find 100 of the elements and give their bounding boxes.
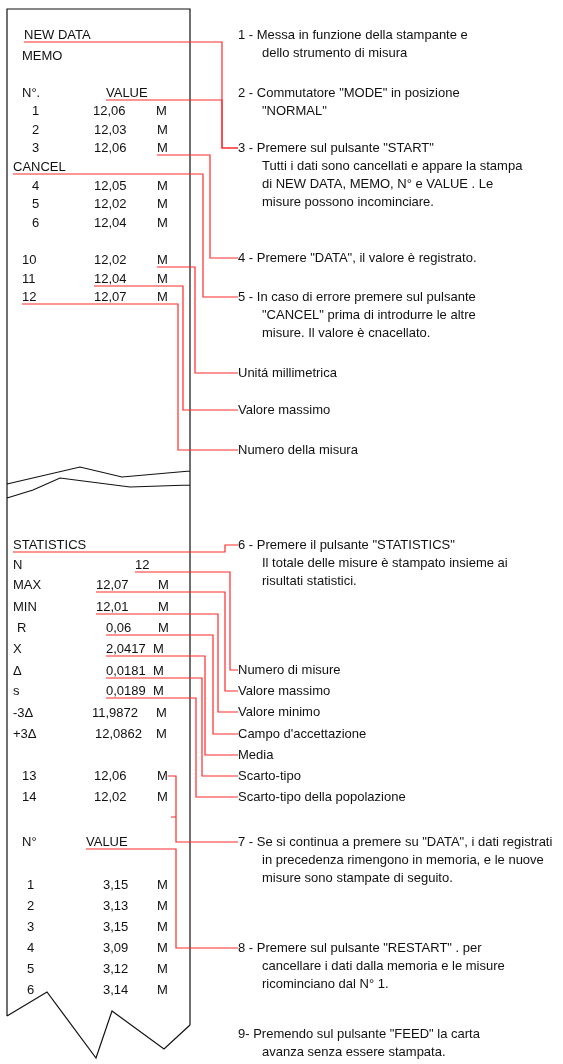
printed-text: MIN bbox=[13, 600, 37, 614]
printed-text: 5 bbox=[27, 962, 35, 976]
printed-text: 0,06 bbox=[106, 621, 132, 635]
printed-text: M bbox=[157, 920, 168, 934]
printed-text: 0,0189 bbox=[106, 684, 146, 698]
printed-text: 12,04 bbox=[94, 272, 127, 286]
printed-text: 12,07 bbox=[96, 578, 129, 592]
printed-text: STATISTICS bbox=[13, 538, 87, 552]
printed-text: 3 bbox=[32, 141, 40, 155]
printed-text: M bbox=[157, 769, 168, 783]
printed-text: 12,06 bbox=[94, 141, 127, 155]
printed-text: Δ bbox=[13, 664, 22, 678]
printed-text: 12,02 bbox=[94, 253, 127, 267]
printed-text: s bbox=[13, 684, 20, 698]
printed-text: M bbox=[157, 790, 168, 804]
printed-text: M bbox=[158, 600, 169, 614]
printed-text: -3Δ bbox=[13, 706, 34, 720]
callout-text: Scarto-tipo della popolazione bbox=[238, 788, 406, 806]
leader-line bbox=[105, 697, 239, 798]
printed-text: 12,07 bbox=[94, 290, 127, 304]
printed-text: M bbox=[157, 216, 168, 230]
printed-text: M bbox=[153, 642, 164, 656]
printed-text: M bbox=[157, 941, 168, 955]
step-heading: 6 - Premere il pulsante "STATISTICS" bbox=[238, 536, 456, 554]
printed-text: NEW DATA bbox=[24, 28, 91, 42]
leader-line bbox=[95, 591, 239, 692]
printed-text: 3,13 bbox=[103, 899, 129, 913]
printed-text: 4 bbox=[27, 941, 35, 955]
printed-text: 3,15 bbox=[103, 920, 129, 934]
callout-text: Scarto-tipo bbox=[238, 767, 301, 785]
printed-text: 6 bbox=[27, 983, 35, 997]
printed-text: X bbox=[13, 642, 22, 656]
printed-text: MEMO bbox=[22, 49, 63, 63]
leader-line bbox=[156, 266, 239, 374]
printed-text: CANCEL bbox=[13, 160, 66, 174]
printed-text: M bbox=[157, 899, 168, 913]
printed-text: +3Δ bbox=[13, 727, 37, 741]
printed-text: M bbox=[156, 706, 167, 720]
printed-text: VALUE bbox=[106, 86, 148, 100]
leader-line bbox=[93, 285, 239, 411]
step-heading: 3 - Premere sul pulsante "START" bbox=[238, 139, 435, 157]
printed-text: 12,01 bbox=[96, 600, 129, 614]
printed-text: 12,02 bbox=[94, 197, 127, 211]
printed-text: M bbox=[156, 727, 167, 741]
printed-text: 12,05 bbox=[94, 179, 127, 193]
printed-text: 3,14 bbox=[103, 983, 129, 997]
printed-text: M bbox=[156, 104, 167, 118]
printed-text: N° bbox=[22, 835, 37, 849]
step-description: Il totale delle misure è stampato insieme ai risultati statistici. bbox=[261, 554, 509, 590]
printed-text: M bbox=[157, 272, 168, 286]
printed-text: VALUE bbox=[86, 835, 128, 849]
printed-text: 1 bbox=[32, 104, 40, 118]
printed-text: 11 bbox=[22, 272, 36, 286]
printed-text: 14 bbox=[22, 790, 37, 804]
printed-text: N°. bbox=[22, 86, 41, 100]
leader-line bbox=[105, 677, 239, 777]
callout-text: Valore massimo bbox=[238, 401, 331, 419]
leader-line bbox=[95, 613, 239, 713]
printed-text: M bbox=[157, 962, 168, 976]
leader-line bbox=[105, 655, 239, 756]
printed-text: M bbox=[157, 983, 168, 997]
callout-text: Campo d'accettazione bbox=[238, 725, 367, 743]
printed-text: 12,06 bbox=[94, 769, 127, 783]
callout-text: Numero di misure bbox=[238, 661, 341, 679]
callout-text: 2 - Commutatore "MODE" in posizione "NORMAL" bbox=[238, 84, 461, 120]
printed-text: 2,0417 bbox=[106, 642, 146, 656]
printed-text: 1 bbox=[27, 878, 35, 892]
printed-text: 6 bbox=[32, 216, 40, 230]
printed-text: M bbox=[157, 290, 168, 304]
printed-text: 12,02 bbox=[94, 790, 127, 804]
leader-line bbox=[12, 173, 239, 298]
printed-text: 10 bbox=[22, 253, 37, 267]
printed-text: 11,9872 bbox=[92, 706, 139, 720]
callout-text: 8 - Premere sul pulsante "RESTART" . per cancellare i dati dalla memoria e le misure ricominciano dal N° 1. bbox=[238, 939, 543, 993]
printed-text: M bbox=[157, 253, 168, 267]
leader-line bbox=[134, 571, 239, 671]
printed-text: 0,0181 bbox=[106, 664, 146, 678]
printed-text: 3,15 bbox=[103, 878, 129, 892]
callout-text: Unitá millimetrica bbox=[238, 364, 337, 382]
printed-text: 12,0862 bbox=[95, 727, 142, 741]
callout-text: Valore massimo bbox=[238, 682, 331, 700]
printed-text: 12 bbox=[22, 290, 37, 304]
printed-text: 5 bbox=[32, 197, 40, 211]
printed-text: 12,03 bbox=[94, 123, 127, 137]
step-description: Tutti i dati sono cancellati e appare la stampa di NEW DATA, MEMO, N° e VALUE . Le misure possono incominciare. bbox=[261, 157, 524, 211]
printed-text: M bbox=[153, 684, 164, 698]
printed-text: M bbox=[158, 621, 169, 635]
leader-line bbox=[167, 775, 239, 843]
printed-text: 2 bbox=[27, 899, 35, 913]
leader-line bbox=[105, 634, 239, 735]
printed-text: R bbox=[17, 621, 27, 635]
printed-text: M bbox=[157, 197, 168, 211]
leader-line bbox=[85, 848, 239, 949]
printed-text: 3,09 bbox=[103, 941, 129, 955]
callout-text: 9- Premendo sul pulsante "FEED" la carta avanza senza essere stampata. bbox=[238, 1025, 481, 1061]
printed-text: 12,04 bbox=[94, 216, 127, 230]
leader-line bbox=[12, 544, 239, 553]
leader-line bbox=[105, 99, 239, 149]
printed-text: M bbox=[157, 179, 168, 193]
callout-text: Media bbox=[238, 746, 274, 764]
